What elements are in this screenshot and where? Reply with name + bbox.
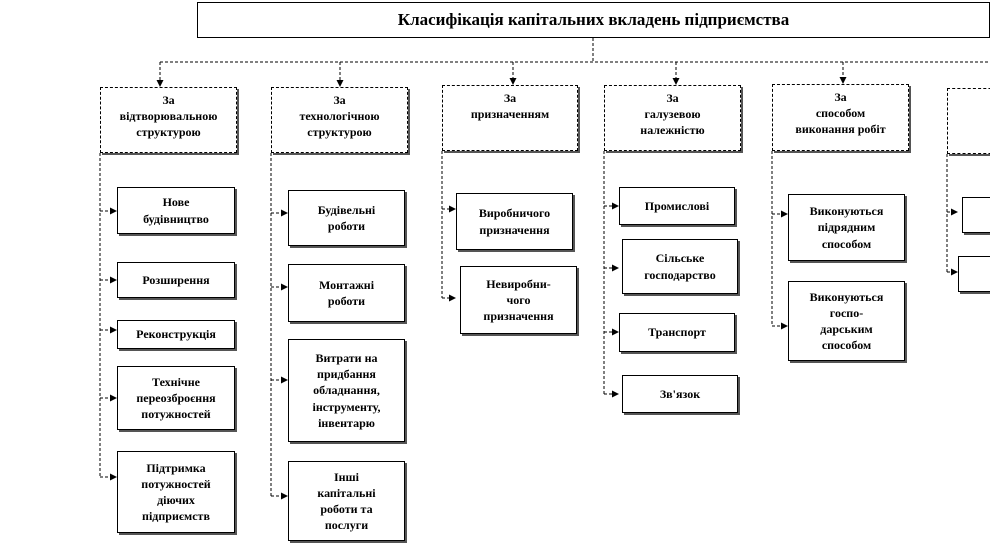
item-label: Нове будівництво bbox=[143, 195, 209, 226]
item-contract-method: Виконуються підрядним способом bbox=[788, 194, 905, 261]
category-label: За призначенням bbox=[470, 91, 550, 122]
item-label: Виконуються госпо- дарським способом bbox=[809, 289, 884, 353]
category-label: За технологічною структурою bbox=[299, 93, 380, 140]
category-purpose: За призначенням bbox=[442, 85, 578, 151]
category-label: За відтворювальною структурою bbox=[119, 93, 218, 140]
item-label: Технічне переозброєння потужностей bbox=[136, 374, 216, 422]
item-technical-reequipment: Технічне переозброєння потужностей bbox=[117, 366, 235, 430]
item-label: Будівельні роботи bbox=[317, 202, 376, 233]
diagram-title-text: Класифікація капітальних вкладень підпри… bbox=[397, 9, 790, 29]
category-label: За способом виконання робіт bbox=[795, 90, 886, 137]
item-nonproduction-purpose: Невиробни- чого призначення bbox=[460, 266, 577, 334]
item-label: Витрати на придбання обладнання, інструм… bbox=[312, 351, 381, 430]
item-label: Інші капітальні роботи та послуги bbox=[317, 469, 376, 533]
category-label: За галузевою належністю bbox=[640, 91, 705, 138]
item-label: Виконуються підрядним способом bbox=[809, 204, 884, 251]
item-industrial: Промислові bbox=[619, 187, 735, 225]
item-label: Виробничого призначення bbox=[478, 206, 551, 237]
diagram-title: Класифікація капітальних вкладень підпри… bbox=[197, 2, 990, 38]
item-construction-works: Будівельні роботи bbox=[288, 190, 405, 246]
item-label: Невиробни- чого призначення bbox=[483, 276, 554, 324]
item-cutoff-1 bbox=[962, 197, 990, 233]
item-cutoff-2 bbox=[958, 256, 990, 292]
item-label: Монтажні роботи bbox=[318, 277, 375, 308]
item-agriculture: Сільське господарство bbox=[622, 239, 738, 294]
item-transport: Транспорт bbox=[619, 313, 735, 352]
item-label: Реконструкція bbox=[136, 327, 216, 342]
item-label: Розширення bbox=[142, 272, 210, 287]
item-production-purpose: Виробничого призначення bbox=[456, 193, 573, 250]
item-label: Підтримка потужностей діючих підприємств bbox=[141, 460, 211, 524]
item-expansion: Розширення bbox=[117, 262, 235, 298]
item-communication: Зв'язок bbox=[622, 375, 738, 413]
item-capacity-support: Підтримка потужностей діючих підприємств bbox=[117, 451, 235, 533]
item-label: Зв'язок bbox=[659, 386, 701, 401]
item-inhouse-method: Виконуються госпо- дарським способом bbox=[788, 281, 905, 361]
item-equipment-costs: Витрати на придбання обладнання, інструм… bbox=[288, 339, 405, 442]
item-installation-works: Монтажні роботи bbox=[288, 264, 405, 322]
category-technological-structure: За технологічною структурою bbox=[271, 87, 408, 153]
category-execution-method: За способом виконання робіт bbox=[772, 84, 909, 151]
item-new-construction: Нове будівництво bbox=[117, 187, 235, 234]
category-reproductive-structure: За відтворювальною структурою bbox=[100, 87, 237, 153]
item-label: Сільське господарство bbox=[644, 251, 716, 282]
item-label: Транспорт bbox=[648, 325, 706, 340]
item-other-works: Інші капітальні роботи та послуги bbox=[288, 461, 405, 541]
category-cutoff bbox=[947, 88, 990, 154]
item-reconstruction: Реконструкція bbox=[117, 320, 235, 349]
item-label: Промислові bbox=[644, 198, 710, 213]
category-industry: За галузевою належністю bbox=[604, 85, 741, 151]
